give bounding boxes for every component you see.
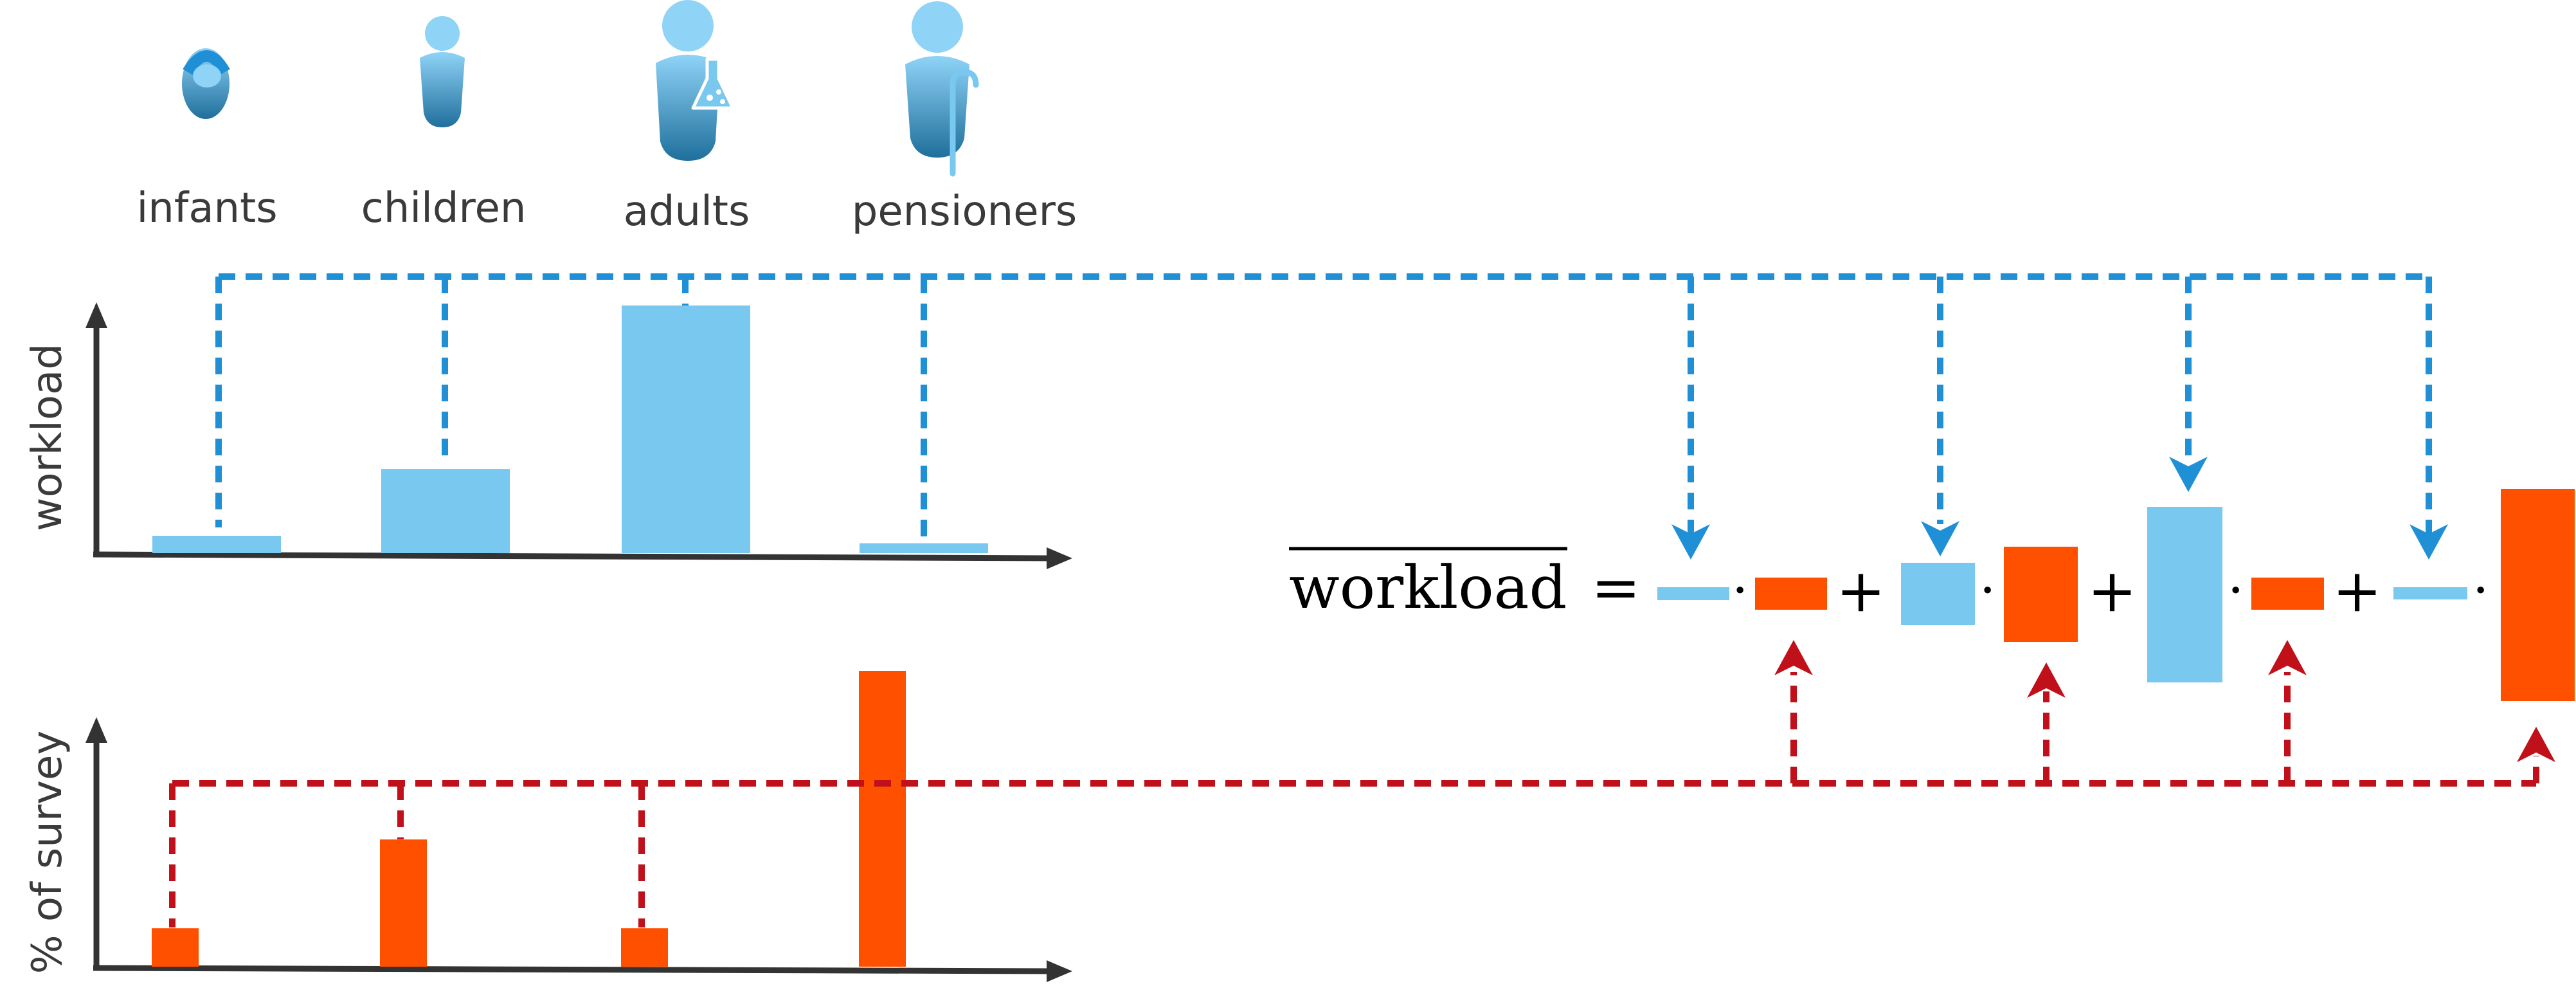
- red-arrowheads: [1774, 640, 2555, 762]
- workload-x-axis-arrow: [1047, 547, 1072, 569]
- dot-4: ·: [2472, 560, 2489, 620]
- formula-lhs: workload: [1289, 553, 1567, 622]
- term-3-workload-bar: [2147, 507, 2222, 682]
- workload-bar-adults: [622, 306, 750, 553]
- workload-bar-infants: [152, 536, 281, 553]
- dot-1: ·: [1732, 560, 1748, 620]
- dot-2: ·: [1979, 560, 1995, 620]
- term-2-workload-bar: [1901, 563, 1975, 625]
- survey-chart-axes: [93, 730, 1055, 974]
- red-connectors: [169, 672, 2539, 927]
- dot-3: ·: [2228, 560, 2244, 620]
- survey-bar-adults: [621, 928, 668, 967]
- term-1-survey-bar: [1755, 578, 1827, 610]
- plus-1: +: [1836, 556, 1886, 625]
- term-4-workload-bar: [2393, 587, 2467, 599]
- workload-formula: workload = · + · + · + ·: [1289, 489, 2575, 701]
- survey-bar-pensioners: [859, 671, 906, 967]
- workload-chart-axes: [93, 315, 1055, 561]
- group-label-pensioners: pensioners: [852, 188, 1077, 235]
- group-label-adults: adults: [624, 188, 750, 235]
- adult-with-flask-icon: [656, 0, 735, 161]
- formula-equals: =: [1591, 553, 1641, 622]
- group-label-infants: infants: [136, 185, 277, 232]
- child-icon: [420, 16, 465, 127]
- workload-y-axis-arrow: [86, 302, 107, 328]
- workload-bar-children: [381, 469, 510, 553]
- workload-y-axis-label: workload: [24, 343, 71, 531]
- flask-icon: [691, 57, 735, 110]
- group-label-children: children: [361, 185, 527, 232]
- survey-bar-children: [380, 839, 427, 967]
- workload-bar-pensioners: [860, 543, 988, 553]
- plus-2: +: [2087, 556, 2137, 625]
- pensioner-with-cane-icon: [905, 1, 979, 177]
- term-2-survey-bar: [2004, 547, 2078, 642]
- survey-y-axis-arrow: [86, 717, 107, 743]
- survey-y-axis-label: % of survey: [24, 731, 71, 974]
- infant-icon: [182, 48, 230, 119]
- term-3-survey-bar: [2251, 578, 2324, 610]
- blue-arrowheads: [1671, 457, 2448, 560]
- cane-icon: [950, 69, 979, 177]
- term-4-survey-bar: [2501, 489, 2575, 701]
- blue-connectors: [215, 273, 2432, 543]
- survey-x-axis-arrow: [1047, 960, 1072, 982]
- survey-bar-infants: [152, 928, 199, 967]
- plus-3: +: [2332, 556, 2382, 625]
- term-1-workload-bar: [1657, 587, 1729, 600]
